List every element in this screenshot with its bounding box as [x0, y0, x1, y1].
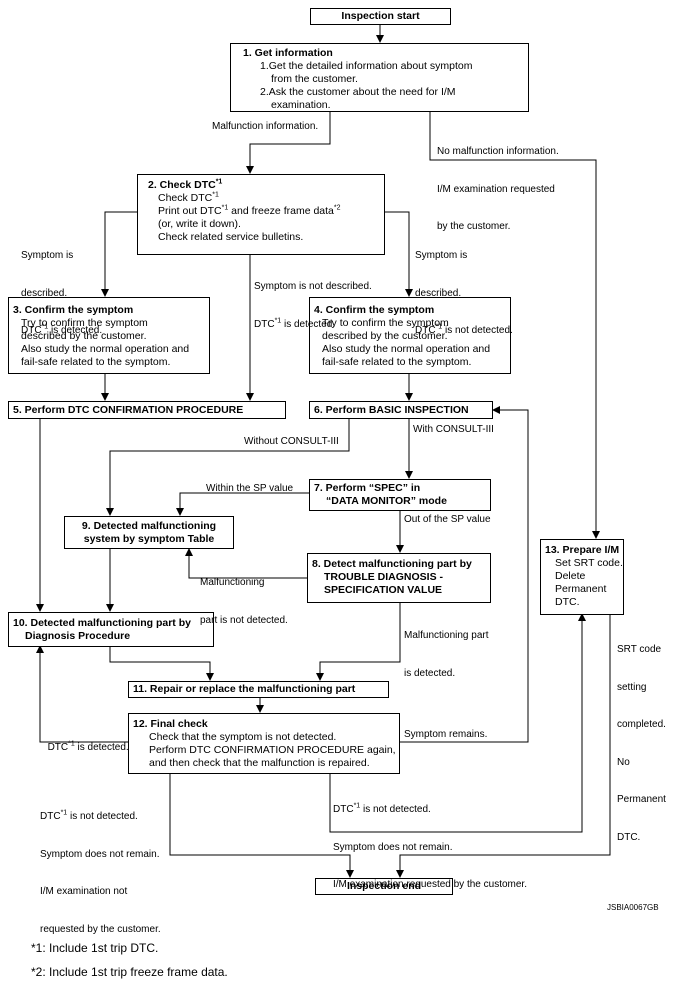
step-13-prepare-im: 13. Prepare I/M Set SRT code. Delete Per…: [540, 539, 624, 615]
step-5-title: 5. Perform DTC CONFIRMATION PROCEDURE: [13, 404, 244, 416]
step-1-line-1: 1.Get the detailed information about sym…: [260, 60, 473, 72]
step-2-check-dtc: 2. Check DTC*1 Check DTC*1 Print out DTC…: [137, 174, 385, 255]
step-1-get-information: 1. Get information 1.Get the detailed in…: [230, 43, 529, 112]
step-1-title: 1. Get information: [243, 47, 333, 59]
step-2-title: 2. Check DTC*1: [148, 178, 223, 192]
label-symptom-described-dtc-detected: Symptom is described. DTC*1 is detected.: [21, 250, 103, 336]
inspection-end-box: Inspection end: [315, 878, 453, 895]
connector-1-13: [429, 111, 600, 539]
step-8-line-2: TROUBLE DIAGNOSIS -: [324, 571, 444, 583]
step-1-line-2: from the customer.: [271, 73, 358, 85]
step-12-line-1: Check that the symptom is not detected.: [149, 731, 337, 743]
label-symptom-not-described: Symptom is not described. DTC*1 is detec…: [254, 281, 372, 330]
connector-1-2: [246, 111, 331, 174]
step-7-perform-spec: 7. Perform “SPEC” in “DATA MONITOR” mode: [309, 479, 491, 511]
connector-10-11: [109, 646, 214, 681]
step-6-title: 6. Perform BASIC INSPECTION: [314, 404, 469, 416]
label-malfunction-detected: Malfunctioning part is detected.: [404, 630, 489, 679]
step-12-title: 12. Final check: [133, 718, 208, 730]
step-6-basic-inspection: 6. Perform BASIC INSPECTION: [309, 401, 493, 419]
step-4-line-3: Also study the normal operation and: [322, 343, 491, 355]
step-2-line-3: (or, write it down).: [158, 218, 241, 230]
step-9-symptom-table: 9. Detected malfunctioning system by sym…: [64, 516, 234, 549]
step-13-line-3: Permanent: [555, 583, 607, 595]
label-no-malfunction-information: No malfunction information. I/M examinat…: [437, 146, 559, 232]
label-middle-end-condition: DTC*1 is not detected. Symptom does not …: [333, 802, 527, 890]
connector-7-9: [176, 492, 309, 516]
step-3-title: 3. Confirm the symptom: [13, 304, 134, 316]
step-1-line-3: 2.Ask the customer about the need for I/…: [260, 86, 456, 98]
label-dtc-detected: DTC*1 is detected.: [47, 740, 129, 753]
step-11-title: 11. Repair or replace the malfunctioning…: [133, 683, 356, 695]
connector-2-3: [101, 211, 137, 297]
step-10-diagnosis-procedure: 10. Detected malfunctioning part by Diag…: [8, 612, 214, 647]
step-8-line-3: SPECIFICATION VALUE: [324, 584, 443, 596]
step-13-title: 13. Prepare I/M: [545, 544, 620, 556]
step-1-line-4: examination.: [271, 99, 331, 111]
step-4-line-4: fail-safe related to the symptom.: [322, 356, 472, 368]
label-symptom-described-dtc-not-detected: Symptom is described. DTC*1 is not detec…: [415, 250, 513, 336]
step-7-line-2: “DATA MONITOR” mode: [326, 495, 447, 507]
footnote-1: *1: Include 1st trip DTC.: [31, 941, 159, 955]
inspection-end-label: Inspection end: [346, 880, 422, 892]
label-srt-completed: SRT code setting completed. No Permanent…: [617, 644, 666, 843]
label-symptom-remains: Symptom remains.: [404, 729, 488, 740]
connector-8-11: [316, 602, 401, 681]
step-8-line-1: 8. Detect malfunctioning part by: [312, 558, 472, 570]
step-13-line-4: DTC.: [555, 596, 580, 608]
connector-8-9: [185, 548, 307, 579]
connector-12-10: [36, 645, 128, 743]
step-7-line-1: 7. Perform “SPEC” in: [314, 482, 421, 494]
step-4-line-1: Try to confirm the symptom: [322, 317, 449, 329]
step-3-line-3: Also study the normal operation and: [21, 343, 190, 355]
step-3-line-4: fail-safe related to the symptom.: [21, 356, 171, 368]
label-out-of-sp-value: Out of the SP value: [404, 514, 491, 525]
label-malfunction-not-detected: Malfunctioning part is not detected.: [200, 577, 288, 626]
step-12-final-check: 12. Final check Check that the symptom i…: [128, 713, 400, 774]
step-8-trouble-diagnosis: 8. Detect malfunctioning part by TROUBLE…: [307, 553, 491, 603]
step-13-line-1: Set SRT code.: [555, 557, 623, 569]
step-2-line-1: Check DTC*1: [158, 191, 219, 205]
step-11-repair-replace: 11. Repair or replace the malfunctioning…: [128, 681, 389, 698]
step-9-line-1: 9. Detected malfunctioning: [81, 520, 217, 532]
label-malfunction-information: Malfunction information.: [212, 121, 319, 132]
inspection-start-box: Inspection start: [310, 8, 451, 25]
label-left-end-condition: DTC*1 is not detected. Symptom does not …: [40, 809, 161, 935]
step-3-confirm-symptom: 3. Confirm the symptom Try to confirm th…: [8, 297, 210, 374]
connector-12-6: [400, 406, 529, 743]
step-2-line-2: Print out DTC*1 and freeze frame data*2: [158, 204, 341, 218]
connector-12-13: [329, 613, 586, 833]
connector-6-9: [106, 419, 350, 516]
connector-13-end: [396, 614, 611, 878]
step-4-confirm-symptom: 4. Confirm the symptom Try to confirm th…: [309, 297, 511, 374]
label-within-sp-value: Within the SP value: [206, 483, 294, 494]
footnote-2: *2: Include 1st trip freeze frame data.: [31, 965, 228, 979]
step-3-line-1: Try to confirm the symptom: [21, 317, 148, 329]
label-with-consult: With CONSULT-III: [413, 424, 494, 435]
step-13-line-2: Delete: [555, 570, 586, 582]
figure-code: JSBIA0067GB: [607, 903, 659, 912]
connector-12-end: [169, 773, 354, 878]
step-9-line-2: system by symptom Table: [83, 533, 215, 545]
connector-2-4: [384, 211, 413, 297]
label-without-consult: Without CONSULT-III: [244, 436, 339, 447]
step-12-line-3: and then check that the malfunction is r…: [149, 757, 370, 769]
inspection-start-label: Inspection start: [341, 10, 420, 22]
step-5-dtc-confirmation: 5. Perform DTC CONFIRMATION PROCEDURE: [8, 401, 286, 419]
step-12-line-2: Perform DTC CONFIRMATION PROCEDURE again…: [149, 744, 396, 756]
step-10-line-2: Diagnosis Procedure: [25, 630, 131, 642]
step-4-line-2: described by the customer.: [322, 330, 448, 342]
step-4-title: 4. Confirm the symptom: [314, 304, 435, 316]
step-3-line-2: described by the customer.: [21, 330, 147, 342]
step-10-line-1: 10. Detected malfunctioning part by: [13, 617, 191, 629]
step-2-line-4: Check related service bulletins.: [158, 231, 304, 243]
